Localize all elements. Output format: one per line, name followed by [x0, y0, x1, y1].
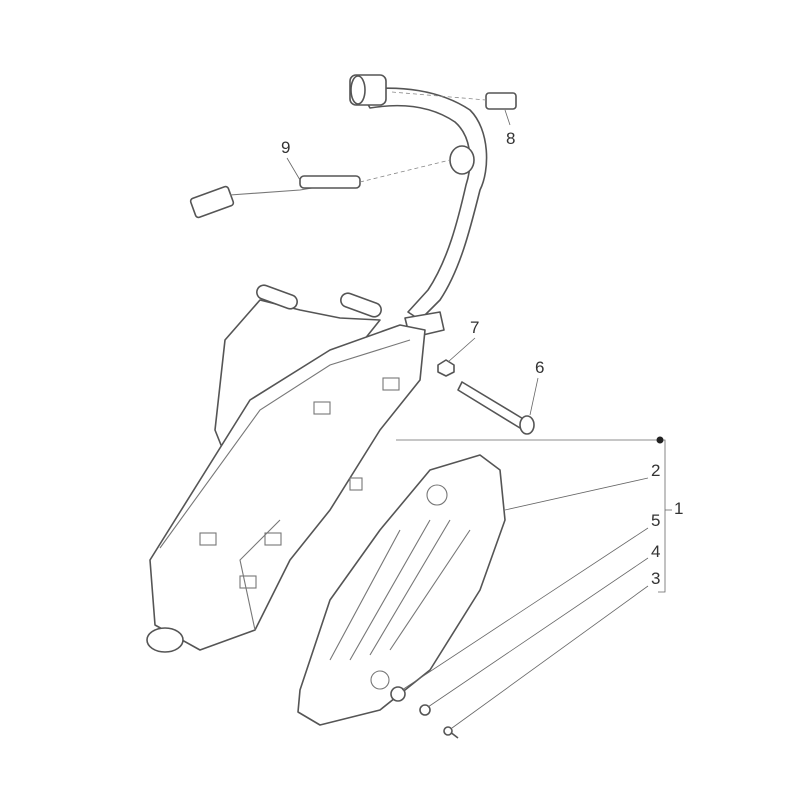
washer-part — [419, 704, 431, 716]
callout-9: 9 — [281, 138, 291, 157]
callout-5: 5 — [651, 511, 661, 530]
callout-7: 7 — [470, 318, 480, 337]
exhaust-pipe — [349, 74, 488, 339]
lambda-sensor — [189, 175, 361, 219]
leader-lines — [286, 109, 672, 729]
muffler — [146, 324, 426, 653]
callout-3: 3 — [651, 569, 661, 588]
heat-shield — [297, 454, 506, 726]
grommet-part — [390, 686, 406, 702]
callout-1: 1 — [674, 499, 684, 518]
nut-part — [437, 359, 455, 377]
assembly-dot — [656, 436, 664, 444]
callout-2: 2 — [651, 461, 661, 480]
callout-6: 6 — [535, 358, 545, 377]
bolt-part — [457, 381, 535, 435]
screw-part — [443, 726, 459, 739]
callout-4: 4 — [651, 542, 661, 561]
callout-8: 8 — [506, 129, 516, 148]
sleeve-part — [485, 92, 517, 110]
